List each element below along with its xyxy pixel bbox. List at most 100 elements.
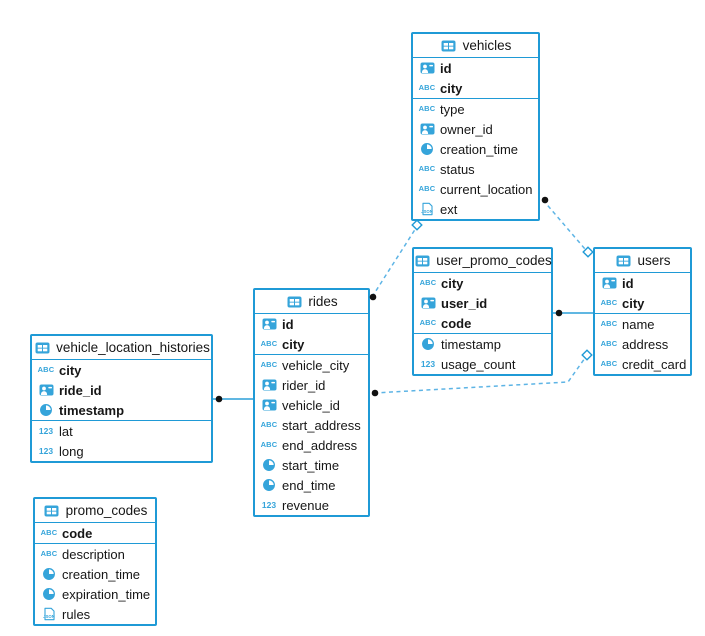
column-row-lat: 123 lat <box>32 421 211 441</box>
uuid-column-icon <box>260 399 278 411</box>
column-name: end_address <box>282 437 358 453</box>
columns-section: timestamp 123 usage_count <box>414 334 551 374</box>
table-header-rides[interactable]: rides <box>255 290 368 314</box>
table-icon <box>285 296 303 308</box>
table-header-users[interactable]: users <box>595 249 690 273</box>
uuid-column-icon <box>37 384 55 396</box>
uuid-column-icon <box>418 123 436 135</box>
column-name: usage_count <box>441 356 516 372</box>
text-column-icon: ABC <box>37 365 55 375</box>
column-name: city <box>441 275 464 291</box>
column-row-start_time: start_time <box>255 455 368 475</box>
endpoint-diamond <box>581 349 593 361</box>
column-row-timestamp: timestamp <box>32 400 211 420</box>
column-row-city: ABC city <box>595 293 690 313</box>
column-name: creation_time <box>440 141 519 157</box>
text-column-icon: ABC <box>419 278 437 288</box>
json-icon: JSON <box>418 202 436 216</box>
column-name: start_time <box>282 457 340 473</box>
table-header-user_promo_codes[interactable]: user_promo_codes <box>414 249 552 273</box>
table-header-promo_codes[interactable]: promo_codes <box>35 499 155 523</box>
endpoint-diamond <box>411 219 423 231</box>
text-column-icon: ABC <box>260 360 278 370</box>
column-name: timestamp <box>441 336 501 352</box>
uuid-column-icon <box>419 297 437 309</box>
column-name: vehicle_city <box>282 357 350 373</box>
table-icon <box>33 342 51 354</box>
number-column-icon: 123 <box>420 358 436 369</box>
column-name: creation_time <box>62 566 141 582</box>
column-name: city <box>440 80 463 96</box>
table-header-vehicle_location_histories[interactable]: vehicle_location_histories <box>32 336 211 360</box>
endpoint-dot <box>215 395 223 403</box>
table-title: users <box>637 253 671 268</box>
column-name: long <box>59 443 84 459</box>
text-column-icon: ABC <box>600 359 618 369</box>
number-column-icon: 123 <box>261 499 277 510</box>
column-name: ext <box>440 201 458 217</box>
column-name: city <box>622 295 645 311</box>
column-name: lat <box>59 423 73 439</box>
column-name: user_id <box>441 295 488 311</box>
text-column-icon: ABC <box>260 440 278 450</box>
text-column-icon: ABC <box>600 298 618 308</box>
column-name: id <box>282 316 294 332</box>
column-row-vehicle_city: ABC vehicle_city <box>255 355 368 375</box>
timestamp-icon <box>418 142 436 156</box>
column-name: ride_id <box>59 382 102 398</box>
column-name: code <box>441 315 472 331</box>
column-name: description <box>62 546 125 562</box>
column-name: owner_id <box>440 121 493 137</box>
column-row-city: ABC city <box>414 273 551 293</box>
column-name: vehicle_id <box>282 397 340 413</box>
endpoint-dot <box>369 293 377 301</box>
number-column-icon: 123 <box>38 425 54 436</box>
column-name: current_location <box>440 181 533 197</box>
column-name: start_address <box>282 417 361 433</box>
table-title: user_promo_codes <box>436 253 552 268</box>
column-row-user_id: user_id <box>414 293 551 313</box>
column-row-ext: JSON ext <box>413 199 538 219</box>
uuid-column-icon <box>260 318 278 330</box>
timestamp-icon <box>40 567 58 581</box>
column-name: id <box>622 275 634 291</box>
column-row-rider_id: rider_id <box>255 375 368 395</box>
text-column-icon: ABC <box>418 104 436 114</box>
text-column-icon: ABC <box>419 318 437 328</box>
uuid-column-icon <box>418 62 436 74</box>
column-name: id <box>440 60 452 76</box>
column-name: name <box>622 316 655 332</box>
column-name: expiration_time <box>62 586 151 602</box>
column-name: status <box>440 161 475 177</box>
column-name: city <box>282 336 305 352</box>
table-header-vehicles[interactable]: vehicles <box>413 34 538 58</box>
column-row-vehicle_id: vehicle_id <box>255 395 368 415</box>
column-name: timestamp <box>59 402 125 418</box>
relationship-line-rides-vehicles[interactable] <box>371 227 417 298</box>
relationship-line-vehicles-users[interactable] <box>542 199 586 250</box>
column-name: code <box>62 525 93 541</box>
column-name: rules <box>62 606 91 622</box>
